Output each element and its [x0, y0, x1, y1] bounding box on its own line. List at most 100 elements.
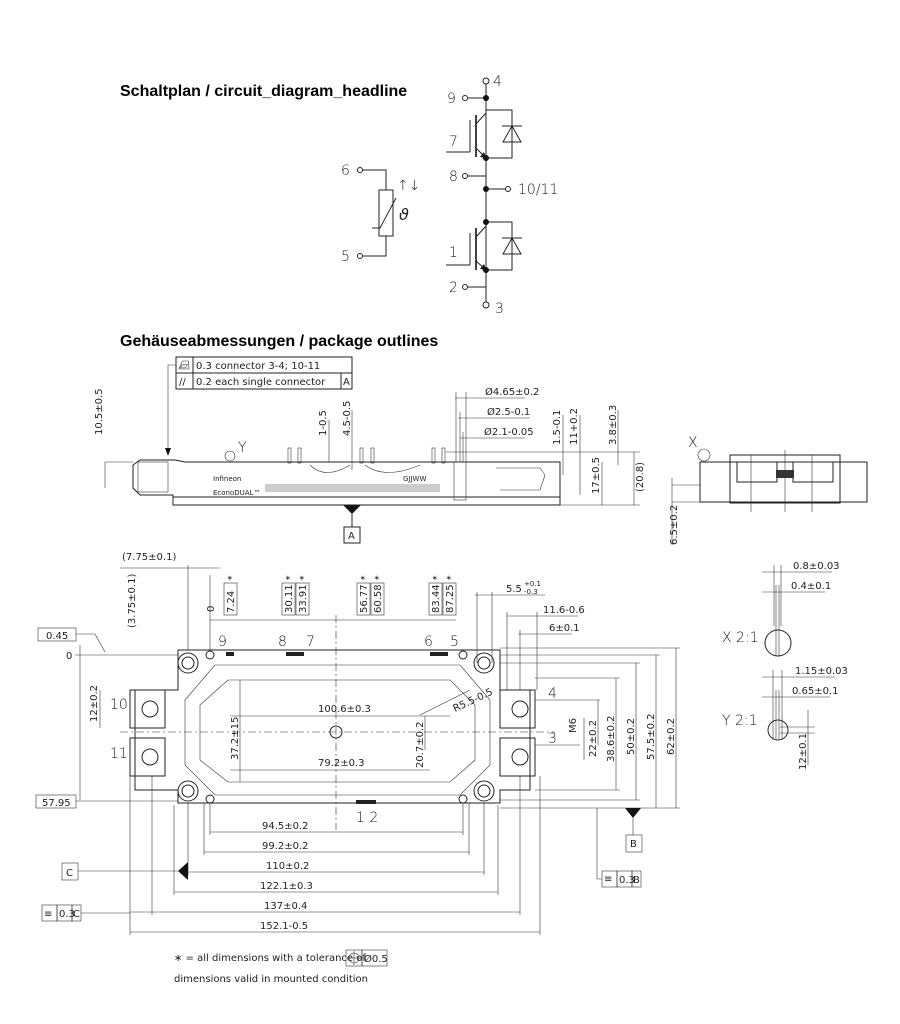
dim-100-6: 100.6±0.3 — [318, 704, 371, 715]
detail-y: Y 2:1 1.15±0.03 0.65±0.1 12±0.1 — [722, 666, 848, 770]
datum-b: B — [630, 839, 637, 850]
pin-label-4: 4 — [548, 686, 557, 702]
asterisk: ∗ — [432, 574, 438, 582]
dim-20-7: 20.7±0.2 — [415, 721, 426, 768]
dim-137: 137±0.4 — [264, 901, 307, 912]
datum-ref-a: A — [343, 377, 350, 388]
dim-1-5: 1.5-0.1 — [552, 410, 563, 445]
asterisk: ∗ — [299, 574, 305, 582]
pin-position-87-25: 87.25 — [445, 584, 456, 613]
dim-7-75: (7.75±0.1) — [122, 552, 176, 563]
datum-c: C — [66, 868, 73, 879]
side-view: ▱ // 0.3 connector 3-4; 10-11 0.2 each s… — [94, 356, 646, 544]
notes: ∗ = all dimensions with a tolerance of Ø… — [174, 949, 388, 985]
dim-79-2: 79.2±0.3 — [318, 758, 365, 769]
dim-11-6: 11.6-0.6 — [543, 605, 585, 616]
pin-5: 5 — [341, 249, 350, 265]
dim-4-5: 4.5-0.5 — [342, 401, 353, 436]
pin-label-1-2: 1 2 — [356, 810, 378, 826]
detail-y-dim-2: 0.65±0.1 — [792, 686, 839, 697]
pin-6: 6 — [341, 163, 350, 179]
dim-94-5: 94.5±0.2 — [262, 821, 309, 832]
dim-5-5-tol-up: +0.1 — [524, 580, 541, 588]
detail-x-label: X 2:1 — [722, 630, 759, 646]
dim-11: 11+0.2 — [569, 408, 580, 445]
pin-label-10: 10 — [110, 697, 128, 713]
mounted-condition-note: dimensions valid in mounted condition — [174, 974, 368, 985]
pin-2: 2 — [449, 280, 458, 296]
frame-b-datum: B — [633, 875, 640, 886]
dim-1: 1-0.5 — [318, 410, 329, 436]
box-57-95: 57.95 — [42, 798, 71, 809]
end-view: X 6.5±0.2 — [669, 435, 868, 545]
detail-x-dim-2: 0.4±0.1 — [791, 581, 831, 592]
dim-10-5: 10.5±0.5 — [94, 388, 105, 435]
pin-position-33-91: 33.91 — [298, 584, 309, 613]
circuit-diagram-heading: Schaltplan / circuit_diagram_headline — [120, 83, 408, 100]
detail-x-marker: X — [688, 435, 698, 451]
detail-x-dim-1: 0.8±0.03 — [793, 561, 840, 572]
dim-diameter-4-65: Ø4.65±0.2 — [485, 386, 539, 398]
pin-label-5: 5 — [450, 634, 459, 650]
package-outlines-heading: Gehäuseabmessungen / package outlines — [120, 333, 439, 350]
pin-7: 7 — [449, 134, 458, 150]
tolerance-note: ∗ = all dimensions with a tolerance of — [174, 953, 366, 964]
dim-22: 22±0.2 — [588, 720, 599, 757]
dim-50: 50±0.2 — [626, 718, 637, 755]
symmetry-symbol: ≡ — [44, 909, 52, 920]
dim-37-2: 37.2±15 — [230, 717, 241, 760]
frame-c-datum: C — [73, 909, 80, 920]
frame-b-value: 0.3 — [619, 875, 635, 886]
date-code: GJJWW — [403, 475, 426, 483]
dim-17: 17±0.5 — [591, 457, 602, 494]
pin-position-60-58: 60.58 — [373, 584, 384, 613]
detail-y-dim-1: 1.15±0.03 — [795, 666, 848, 677]
box-0-45: 0.45 — [46, 631, 68, 642]
detail-y-label: Y 2:1 — [722, 713, 758, 729]
zero-x-label: 0 — [206, 606, 217, 612]
pin-label-8: 8 — [278, 634, 287, 650]
frame-c-value: 0.3 — [59, 909, 75, 920]
zero-y-label: 0 — [66, 651, 72, 662]
product-name: EconoDUAL™ — [213, 489, 260, 497]
dim-m6: M6 — [568, 718, 579, 733]
dim-5-5: 5.5 — [506, 584, 522, 595]
dim-99-2: 99.2±0.2 — [262, 841, 309, 852]
pin-9: 9 — [447, 91, 456, 107]
brand-logo-text: Infineon — [213, 475, 241, 483]
pin-label-9: 9 — [218, 634, 227, 650]
pin-position-30-11: 30.11 — [284, 584, 295, 613]
asterisk: ∗ — [446, 574, 452, 582]
pin-8: 8 — [449, 169, 458, 185]
detail-x: X 2:1 0.8±0.03 0.4±0.1 — [722, 561, 840, 657]
detail-y-marker: Y — [238, 440, 247, 456]
top-view: ∗ ∗ ∗ ∗ ∗ ∗ ∗ 7.24 30.11 33.91 56.77 60.… — [35, 552, 680, 935]
asterisk: ∗ — [374, 574, 380, 582]
symmetry-symbol: ≡ — [604, 874, 612, 885]
dim-38-6: 38.6±0.2 — [606, 715, 617, 762]
pin-label-3: 3 — [548, 731, 557, 747]
dim-3-75: (3.75±0.1) — [127, 574, 138, 628]
dim-r5-5: R5.5-0.5 — [452, 687, 495, 715]
pin-3: 3 — [495, 301, 504, 317]
asterisk: ∗ — [227, 574, 233, 582]
pin-label-6: 6 — [424, 634, 433, 650]
dim-57-5: 57.5±0.2 — [646, 713, 657, 760]
dim-110: 110±0.2 — [266, 861, 309, 872]
dim-152-1: 152.1-0.5 — [260, 921, 308, 932]
pin-position-83-44: 83.44 — [431, 584, 442, 613]
dim-12: 12±0.2 — [89, 685, 100, 722]
dim-20-8: (20.8) — [635, 462, 646, 492]
dim-diameter-2-1: Ø2.1-0.05 — [484, 426, 534, 438]
datum-a: A — [348, 531, 355, 542]
dim-122-1: 122.1±0.3 — [260, 881, 313, 892]
barcode — [265, 484, 440, 492]
dim-3-8: 3.8±0.3 — [608, 405, 619, 445]
dim-6-5: 6.5±0.2 — [669, 505, 680, 545]
dim-5-5-tol-down: -0.3 — [524, 588, 538, 596]
ntc-arrows: ↑↓ — [397, 178, 420, 194]
pin-4: 4 — [493, 74, 502, 90]
tolerance-row-1: 0.3 connector 3-4; 10-11 — [196, 361, 320, 372]
ntc-theta-symbol: ϑ — [399, 205, 409, 224]
dim-6: 6±0.1 — [549, 623, 580, 634]
